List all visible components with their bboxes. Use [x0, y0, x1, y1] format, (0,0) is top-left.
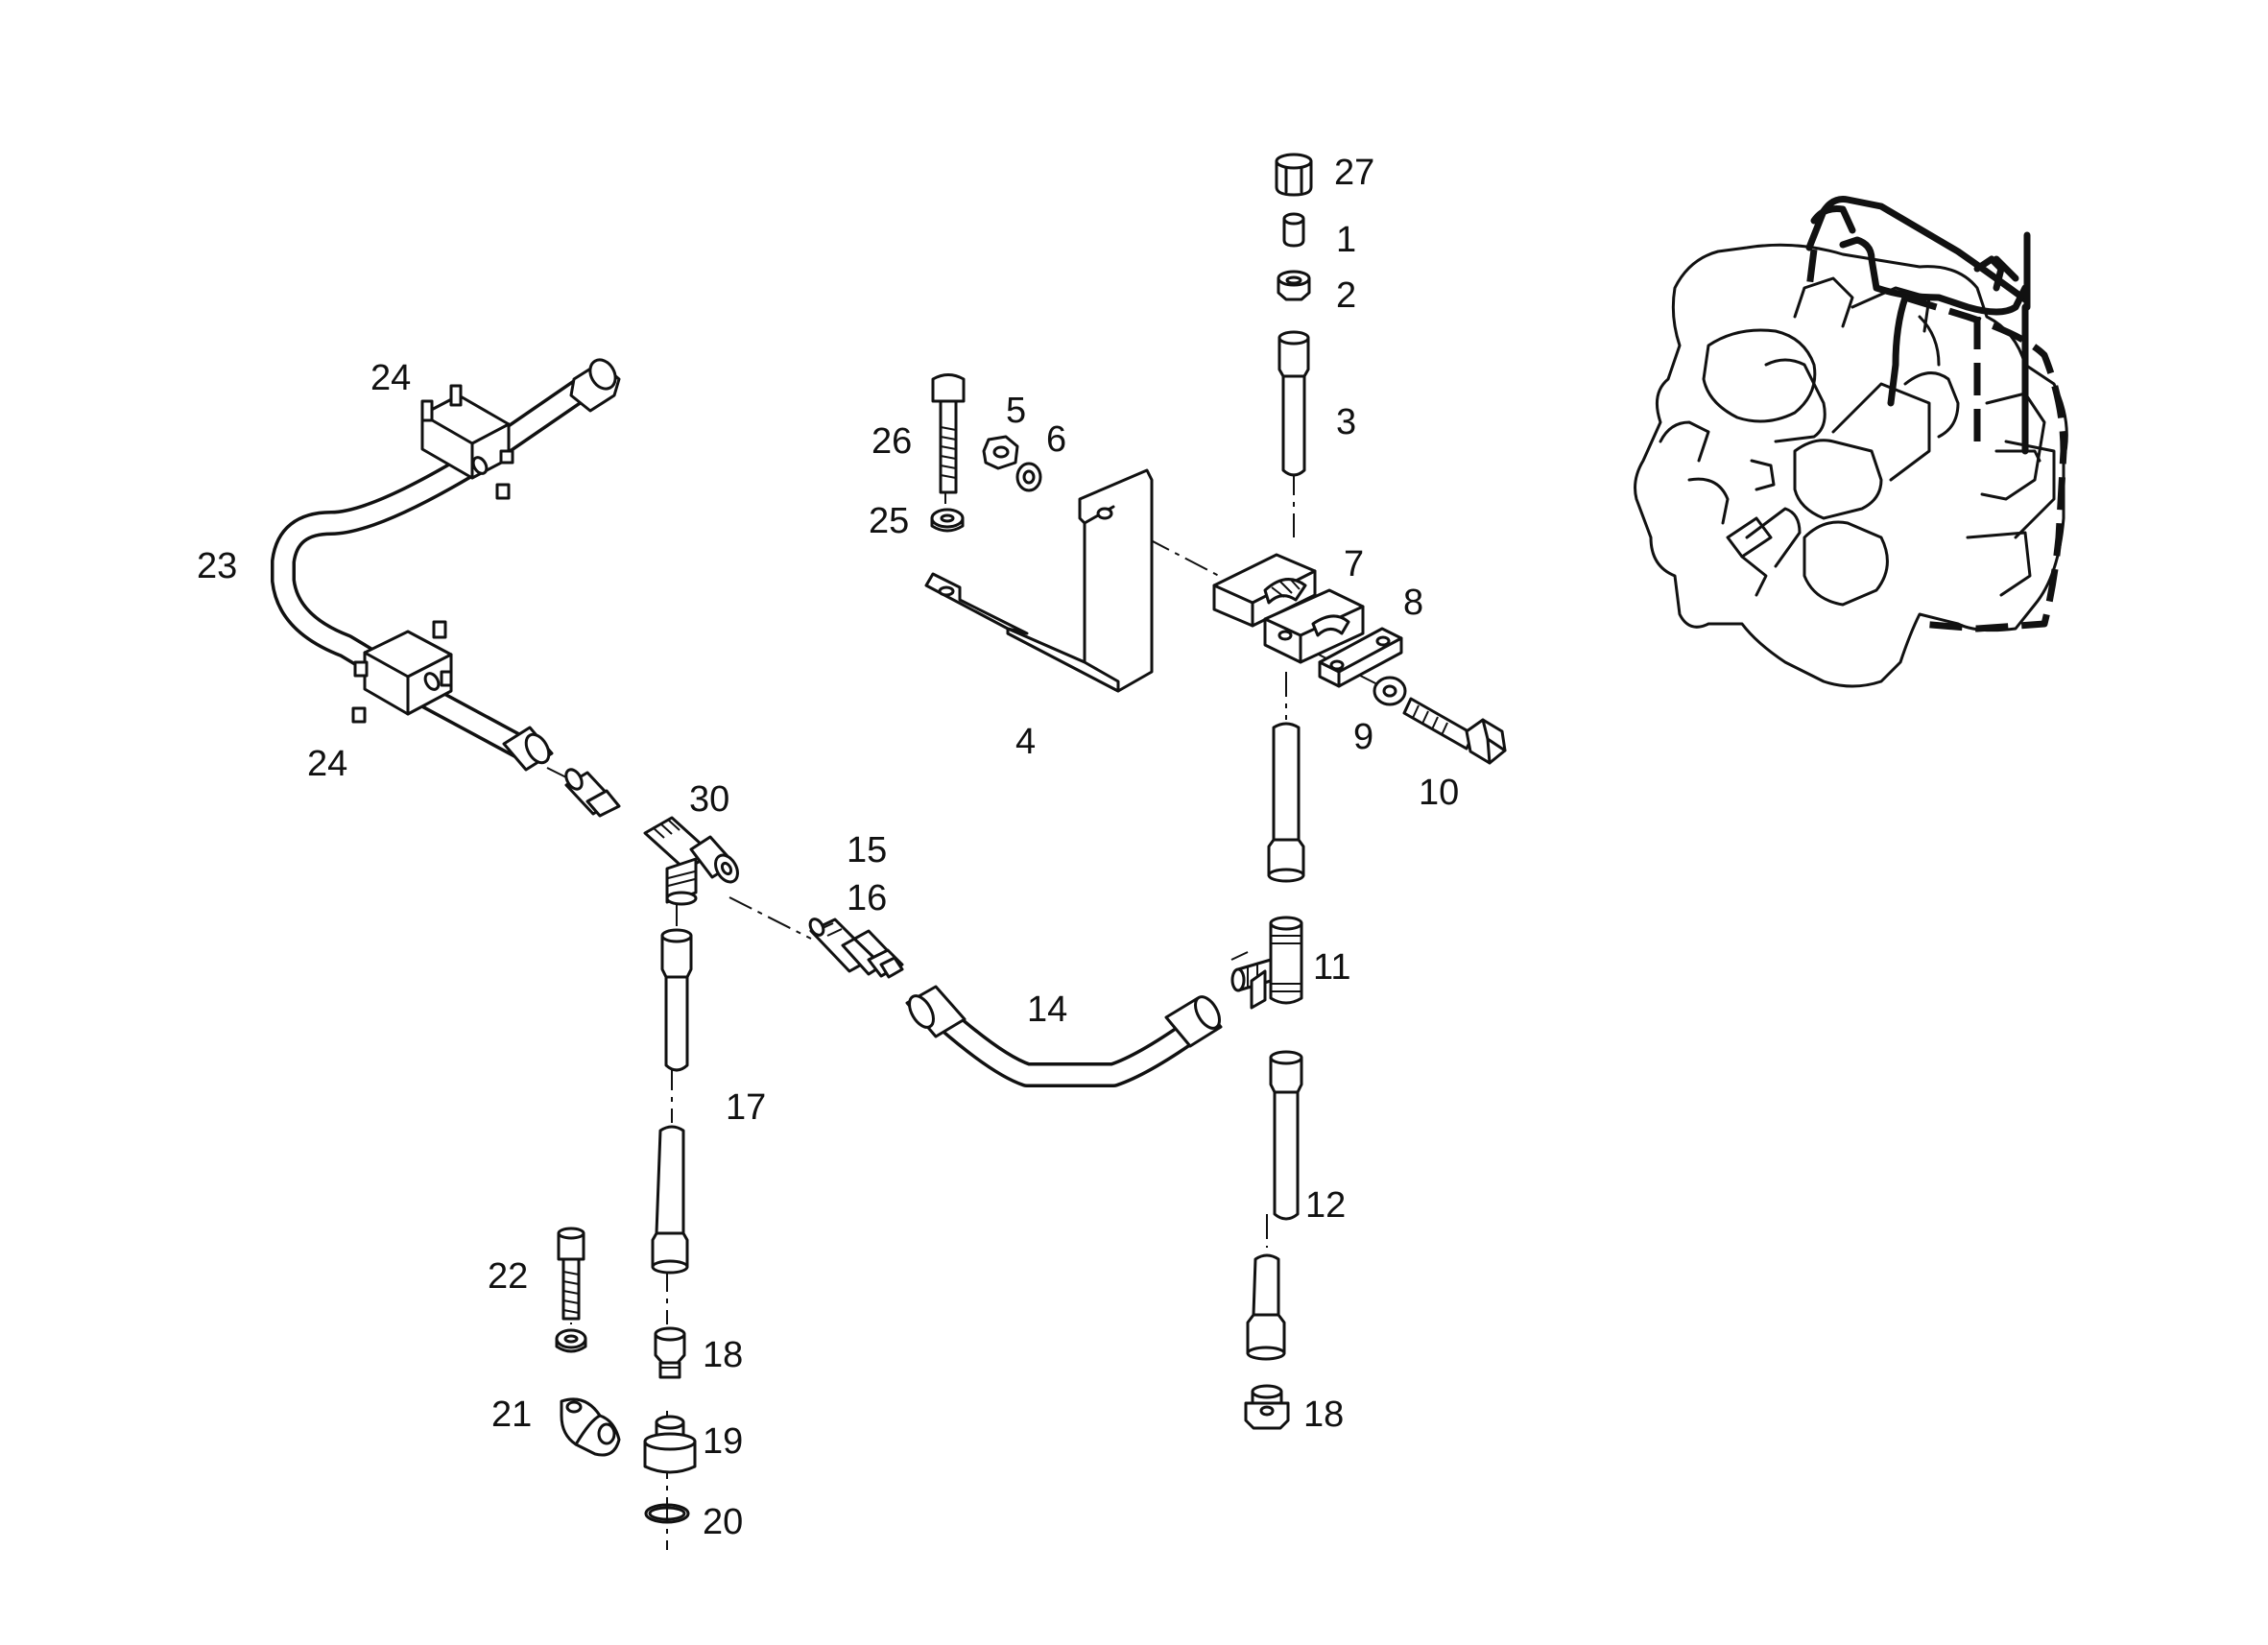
callout-9: 9 — [1353, 717, 1373, 757]
callout-8: 8 — [1403, 583, 1423, 623]
callout-17: 17 — [726, 1087, 766, 1128]
callout-20: 20 — [703, 1502, 743, 1542]
adapter-19 — [643, 1415, 697, 1474]
bolt-10 — [1402, 697, 1507, 765]
callout-24-lower: 24 — [307, 744, 347, 784]
callout-14: 14 — [1027, 989, 1067, 1030]
hose-17 — [651, 928, 693, 1275]
washer-22 — [555, 1328, 587, 1353]
hose-upper-right — [1267, 722, 1305, 883]
washer-25 — [930, 508, 965, 533]
clamp-21 — [560, 1397, 621, 1457]
bolt-26 — [931, 373, 966, 494]
engine-location-illustration — [1634, 196, 2068, 688]
hose-3 — [1277, 330, 1310, 477]
tee-fitting-11 — [1230, 916, 1303, 1010]
callout-27: 27 — [1334, 153, 1374, 193]
callout-24-upper: 24 — [370, 358, 411, 398]
union-18-right — [1244, 1384, 1290, 1430]
callout-5: 5 — [1006, 391, 1026, 431]
bracket-4 — [924, 468, 1154, 693]
washer-9 — [1373, 676, 1407, 706]
pipe-14 — [905, 985, 1223, 1087]
callout-10: 10 — [1419, 773, 1459, 813]
callout-12: 12 — [1305, 1185, 1346, 1226]
callout-3: 3 — [1336, 402, 1356, 442]
clamp-half-7-lower — [1263, 588, 1365, 664]
screw-22 — [557, 1227, 585, 1321]
callout-1: 1 — [1336, 220, 1356, 260]
callout-4: 4 — [1015, 722, 1036, 762]
callout-11: 11 — [1313, 947, 1350, 988]
union-18-left — [654, 1326, 686, 1379]
union-nut-left — [564, 768, 621, 818]
pipe-23 — [271, 358, 621, 772]
callout-19: 19 — [703, 1421, 743, 1462]
callout-22: 22 — [488, 1256, 528, 1297]
cap-nut-27 — [1275, 153, 1313, 197]
tee-fitting-30 — [643, 816, 739, 906]
o-ring-20 — [644, 1503, 690, 1524]
callout-23: 23 — [197, 546, 237, 586]
flange-24-upper — [420, 384, 514, 500]
washer-6 — [1015, 462, 1042, 492]
callout-26: 26 — [871, 421, 912, 462]
callout-21: 21 — [491, 1395, 532, 1435]
callout-30: 30 — [689, 779, 729, 820]
union-2 — [1277, 270, 1311, 301]
pressure-sensor-15-16 — [808, 918, 904, 979]
hose-12 — [1246, 1050, 1303, 1361]
callout-2: 2 — [1336, 275, 1356, 316]
callout-labels: 27 1 2 3 4 5 6 7 8 9 10 11 12 14 15 16 1… — [197, 153, 1459, 1542]
sleeve-1 — [1282, 212, 1305, 248]
callout-6: 6 — [1046, 419, 1066, 460]
callout-18-right: 18 — [1303, 1395, 1344, 1435]
clamp-half-7 — [1212, 553, 1317, 628]
flange-24-lower — [351, 620, 453, 724]
callout-25: 25 — [869, 501, 909, 541]
callout-18-left: 18 — [703, 1335, 743, 1375]
callout-15: 15 — [847, 830, 887, 870]
cover-plate-8 — [1318, 627, 1403, 688]
nut-5 — [982, 435, 1019, 470]
callout-16: 16 — [847, 878, 887, 918]
callout-7: 7 — [1344, 544, 1364, 584]
